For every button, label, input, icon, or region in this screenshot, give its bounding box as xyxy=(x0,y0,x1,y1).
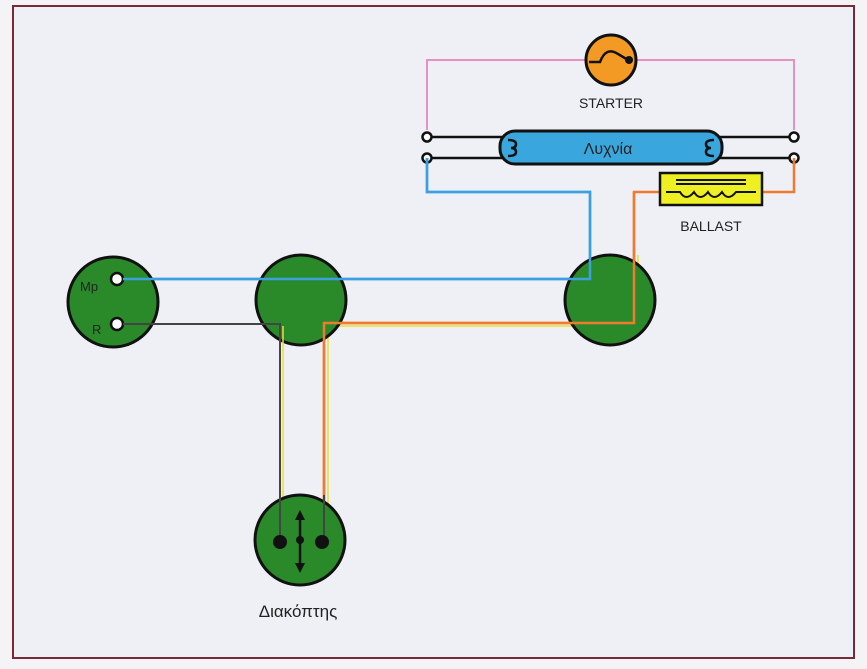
lamp-label: Λυχνία xyxy=(584,141,633,158)
junction-box-1 xyxy=(254,253,348,347)
terminal-r-label: R xyxy=(92,322,101,337)
junction-box-2 xyxy=(563,253,657,347)
fluorescent-lamp xyxy=(498,129,724,166)
lamp-pins xyxy=(421,131,800,164)
switched-phase-wire xyxy=(762,158,796,194)
supply-box xyxy=(66,255,160,349)
arrow-down-icon xyxy=(295,563,305,573)
starter xyxy=(584,33,638,87)
ballast xyxy=(658,171,764,207)
terminal-mp-label: Mp xyxy=(80,279,98,294)
switched-phase-wire-2 xyxy=(322,190,665,540)
neutral-wire xyxy=(117,158,592,281)
arrow-up-icon xyxy=(295,510,305,520)
ballast-label: BALLAST xyxy=(680,218,742,234)
switch-label: Διακόπτης xyxy=(259,602,338,621)
ballast-coil-icon xyxy=(666,190,756,198)
diagram-frame xyxy=(12,5,855,659)
phase-wire xyxy=(123,323,281,540)
starter-bimetal-icon xyxy=(589,50,629,64)
light-switch[interactable] xyxy=(253,493,347,587)
starter-label: STARTER xyxy=(579,95,643,111)
